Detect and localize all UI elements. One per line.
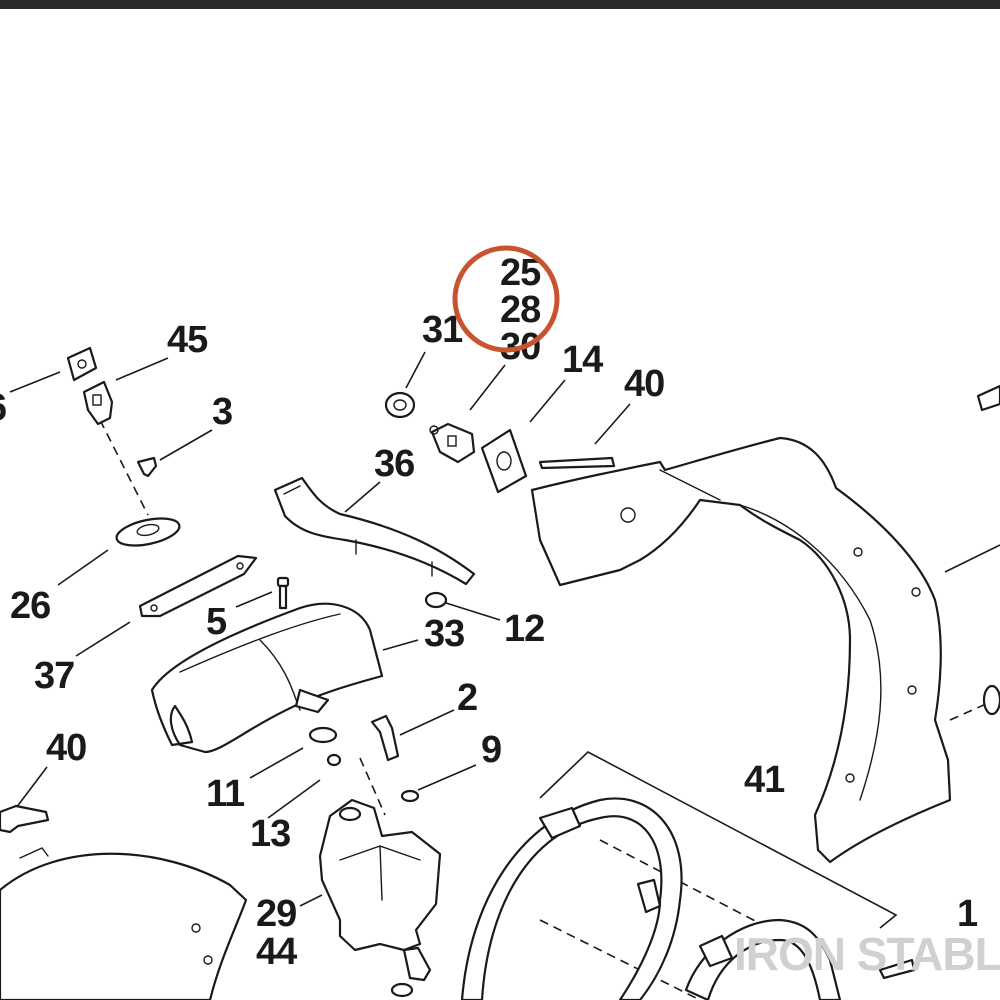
callout-33: 33 [424, 613, 464, 655]
callout-36: 36 [374, 443, 414, 485]
nut-13 [326, 753, 342, 767]
key-fob-parts [66, 346, 114, 426]
callout-40-left: 40 [46, 727, 86, 769]
callout-11: 11 [206, 773, 245, 815]
lower-fender [0, 847, 248, 1000]
handle-bar-36 [273, 476, 476, 586]
washer-31 [384, 391, 416, 419]
top-bar [0, 0, 1000, 9]
callout-1: 1 [957, 893, 978, 935]
screw-part-5 [276, 576, 290, 610]
callout-26: 26 [10, 585, 50, 627]
ring-plate-26 [115, 517, 181, 547]
callout-3: 3 [212, 391, 232, 433]
washer-9 [400, 789, 420, 803]
screw-part-3 [136, 456, 158, 478]
callout-labels: 25 28 30 31 14 40 45 6 3 36 26 5 33 12 3… [0, 252, 979, 973]
pin-40-top [538, 456, 616, 470]
nut-12 [424, 591, 448, 609]
strip-bracket-37 [138, 554, 258, 618]
callout-2: 2 [457, 677, 477, 719]
callout-40-top: 40 [624, 363, 664, 405]
actuator-29-44 [318, 798, 442, 998]
callout-13: 13 [250, 813, 290, 855]
callout-14: 14 [562, 339, 603, 381]
callout-9: 9 [481, 729, 501, 771]
clip-40-left [0, 804, 50, 834]
highlight-ring [452, 245, 560, 353]
watermark-text: IRON STABLE [734, 928, 1000, 980]
callout-37: 37 [34, 655, 74, 697]
callout-45: 45 [167, 319, 208, 361]
washer-11 [308, 726, 338, 744]
callout-29: 29 [256, 893, 296, 935]
gasket-14 [480, 428, 528, 494]
callout-44: 44 [256, 931, 297, 973]
callout-12: 12 [504, 608, 544, 650]
callout-28: 28 [500, 289, 540, 331]
callout-41: 41 [744, 759, 785, 801]
callout-5: 5 [206, 601, 227, 643]
callout-6: 6 [0, 387, 6, 429]
bolt-2 [370, 714, 400, 762]
leader-lines [9, 351, 1000, 929]
headlamp-ring-41 [460, 797, 916, 1000]
cover-housing-33 [150, 602, 384, 754]
switch-part [429, 422, 476, 464]
fairing-bracket [530, 384, 1000, 864]
